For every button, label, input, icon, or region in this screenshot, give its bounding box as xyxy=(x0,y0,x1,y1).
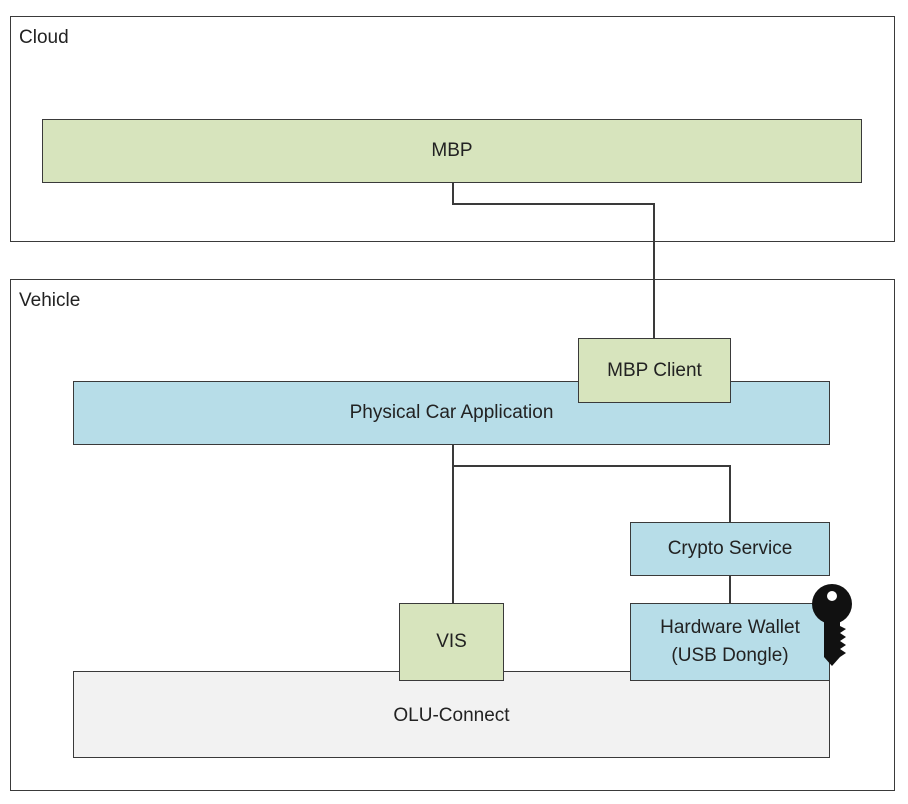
mbp-client-node: MBP Client xyxy=(578,338,731,403)
physical-car-application-node: Physical Car Application xyxy=(73,381,830,445)
key-icon xyxy=(812,584,852,666)
connector-crypto-to-wallet xyxy=(729,575,731,604)
connector-to-mbp-client xyxy=(653,203,655,340)
connector-mbp-down xyxy=(452,182,454,204)
connector-to-crypto-service xyxy=(729,465,731,523)
hardware-wallet-label-line1: Hardware Wallet xyxy=(660,617,800,639)
connector-app-branch xyxy=(452,465,731,467)
vis-label: VIS xyxy=(436,631,467,653)
mbp-client-label: MBP Client xyxy=(607,359,702,381)
physical-car-application-label: Physical Car Application xyxy=(349,402,554,424)
connector-mbp-horizontal xyxy=(452,203,655,205)
hardware-wallet-node: Hardware Wallet (USB Dongle) xyxy=(630,603,830,681)
crypto-service-label: Crypto Service xyxy=(667,538,793,560)
vehicle-zone-label: Vehicle xyxy=(19,290,81,311)
vis-node: VIS xyxy=(399,603,504,681)
olu-connect-node: OLU-Connect xyxy=(73,671,830,758)
cloud-zone-label: Cloud xyxy=(19,27,69,48)
mbp-label: MBP xyxy=(431,140,473,162)
olu-connect-label: OLU-Connect xyxy=(393,704,510,726)
crypto-service-node: Crypto Service xyxy=(630,522,830,576)
connector-app-to-vis xyxy=(452,444,454,605)
mbp-node: MBP xyxy=(42,119,862,183)
hardware-wallet-label-line2: (USB Dongle) xyxy=(671,645,789,666)
